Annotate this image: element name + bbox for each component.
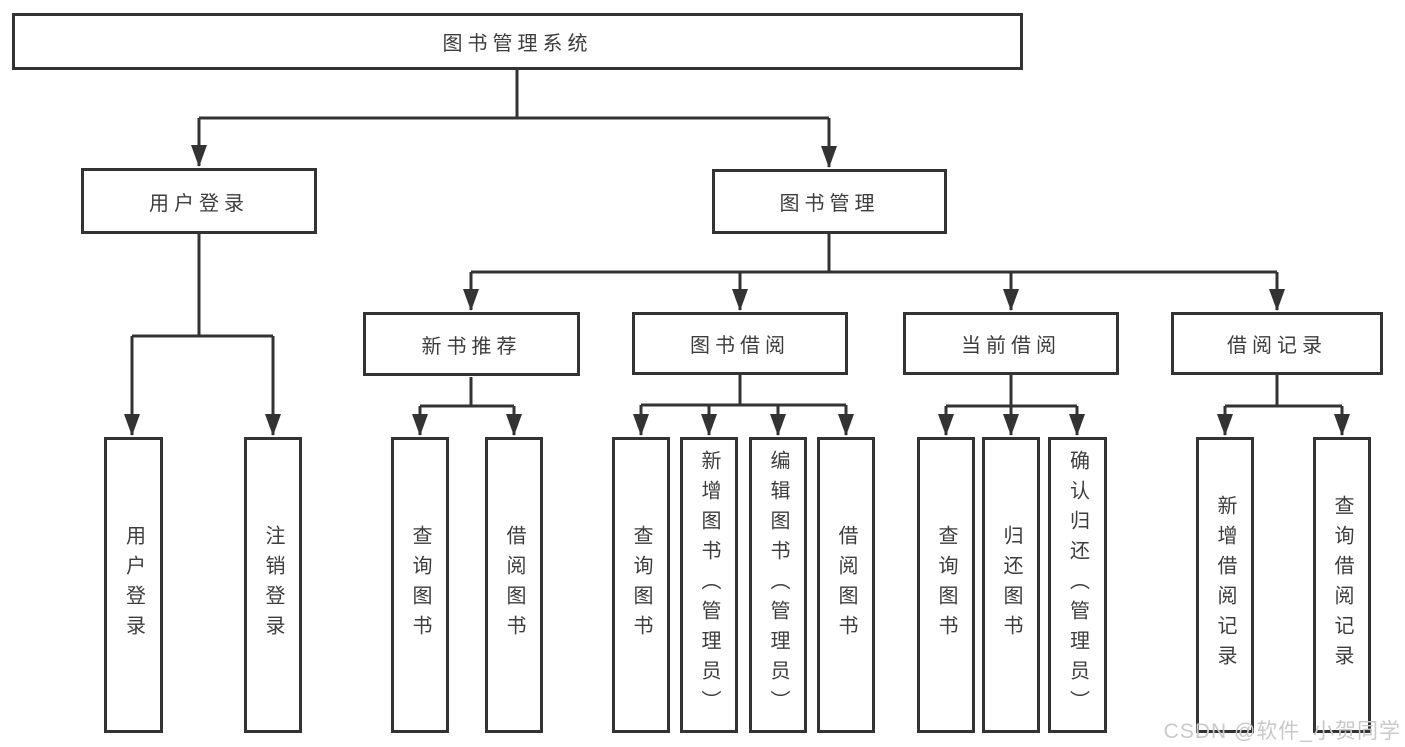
node-label: 查询图书: [935, 525, 957, 645]
node-user-login: 用户登录: [81, 168, 317, 234]
node-label: 借阅图书: [503, 525, 525, 645]
leaf-borrow-books-1: 借阅图书: [485, 437, 543, 733]
node-book-management: 图书管理: [712, 169, 947, 234]
node-label: 新增借阅记录: [1214, 495, 1236, 675]
node-label: 图书借阅: [690, 335, 790, 357]
node-label: 新书推荐: [421, 335, 522, 358]
node-label: 用户登录: [122, 525, 145, 645]
node-label: 查询借阅记录: [1331, 495, 1353, 675]
node-label: 用户登录: [149, 192, 249, 215]
node-label: 编辑图书（管理员）: [767, 450, 789, 720]
node-label: 图书管理系统: [442, 33, 593, 55]
node-label: 确认归还（管理员）: [1066, 450, 1089, 720]
leaf-add-borrow-record: 新增借阅记录: [1196, 437, 1254, 733]
leaf-query-borrow-record: 查询借阅记录: [1313, 437, 1371, 733]
leaf-borrow-books-2: 借阅图书: [817, 437, 875, 733]
leaf-user-login: 用户登录: [104, 437, 163, 733]
node-new-book-recommend: 新书推荐: [363, 312, 580, 376]
node-label: 归还图书: [1000, 525, 1022, 645]
leaf-confirm-return-admin: 确认归还（管理员）: [1048, 437, 1107, 733]
node-borrow-records: 借阅记录: [1171, 312, 1383, 375]
node-label: 查询图书: [630, 525, 652, 645]
node-label: 新增图书（管理员）: [698, 450, 720, 720]
leaf-query-books-1: 查询图书: [391, 437, 449, 733]
leaf-query-books-2: 查询图书: [612, 437, 670, 733]
node-book-borrow: 图书借阅: [632, 312, 848, 375]
leaf-edit-book-admin: 编辑图书（管理员）: [749, 437, 807, 733]
node-label: 图书管理: [779, 193, 880, 215]
leaf-add-book-admin: 新增图书（管理员）: [680, 437, 738, 733]
node-label: 借阅图书: [835, 525, 857, 645]
node-label: 当前借阅: [961, 335, 1061, 357]
node-current-borrow: 当前借阅: [903, 312, 1119, 375]
csdn-watermark: CSDN @软件_小贺同学: [1163, 720, 1401, 743]
leaf-return-books: 归还图书: [982, 437, 1040, 733]
leaf-logout-login: 注销登录: [244, 437, 302, 733]
leaf-query-books-3: 查询图书: [917, 437, 975, 733]
node-label: 注销登录: [262, 525, 284, 645]
node-label: 查询图书: [409, 525, 431, 645]
node-root-system: 图书管理系统: [12, 13, 1023, 70]
node-label: 借阅记录: [1227, 335, 1327, 357]
